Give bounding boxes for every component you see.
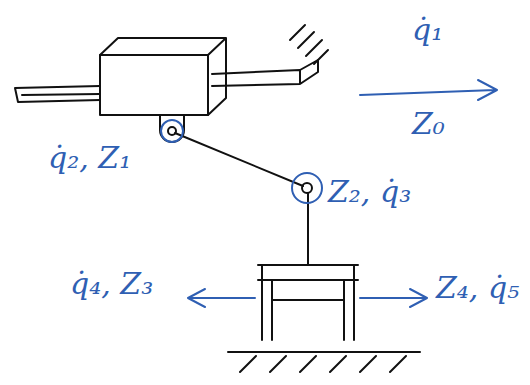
joint-label: Z₄, q̇₅ xyxy=(436,270,519,306)
joint-label: q̇₂, Z₁ xyxy=(48,140,131,176)
joint-label: Z₂, q̇₃ xyxy=(328,174,411,210)
joint-label: Z₀ xyxy=(412,106,445,142)
joint-label: q̇₄, Z₃ xyxy=(70,266,153,302)
joint-label: q̇₁ xyxy=(412,12,443,48)
